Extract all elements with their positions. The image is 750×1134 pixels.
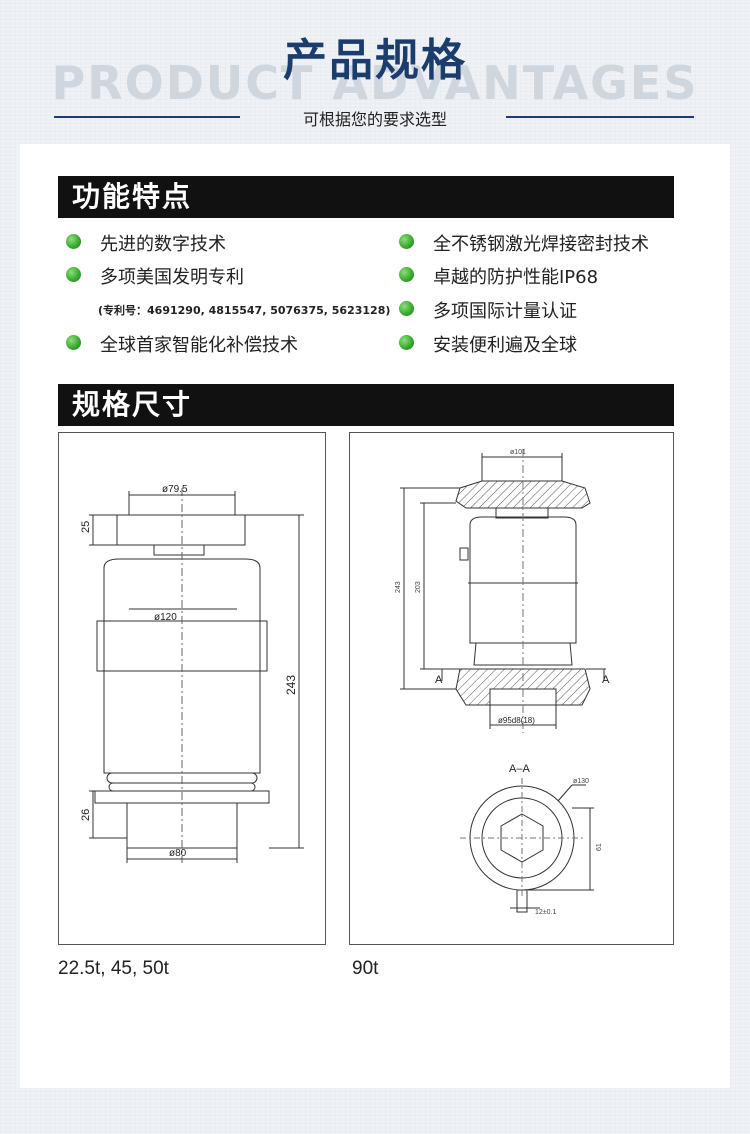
dim-label: ø80: [169, 848, 187, 859]
feature-item: 卓越的防护性能IP68: [399, 263, 599, 289]
bullet-icon: [399, 301, 414, 316]
header-divider-right: [506, 116, 694, 118]
feature-item: 全球首家智能化补偿技术: [66, 331, 298, 357]
specs-section-title: 规格尺寸: [72, 388, 193, 421]
caption-left: 22.5t, 45, 50t: [58, 958, 169, 979]
header-watermark: PRODUCT ADVANTAGES: [51, 56, 699, 110]
cell-body: [469, 516, 577, 644]
feature-label: 多项国际计量认证: [433, 301, 577, 322]
section-label: A–A: [509, 763, 530, 775]
dim-label: 203: [415, 581, 422, 593]
top-plate: [116, 514, 246, 546]
dim-label: ø101: [510, 449, 526, 456]
features-section-title: 功能特点: [72, 180, 193, 213]
page-subtitle: 可根据您的要求选型: [302, 110, 447, 129]
bullet-icon: [66, 267, 81, 282]
dim-label: 61: [596, 843, 603, 851]
feature-label: 安装便利遍及全球: [433, 335, 577, 356]
feature-label: 多项美国发明专利: [100, 267, 244, 288]
load-cell-drawing-large: ø101 243 203 A A ø95d8(18) A–A ø130 61 1…: [395, 449, 610, 916]
key-slot: [516, 889, 528, 913]
bottom-ring: [473, 642, 573, 666]
feature-label: 先进的数字技术: [100, 234, 226, 255]
side-connector: [459, 547, 469, 561]
section-mark-left: A: [435, 674, 443, 686]
bullet-icon: [66, 335, 81, 350]
feature-item: 全不锈钢激光焊接密封技术: [399, 230, 649, 256]
bullet-icon: [399, 267, 414, 282]
page-header: PRODUCT ADVANTAGES 产品规格 可根据您的要求选型: [0, 0, 750, 140]
feature-item: 多项国际计量认证: [399, 297, 577, 323]
bullet-icon: [399, 234, 414, 249]
bullet-icon: [66, 234, 81, 249]
top-pressure-head: [455, 480, 591, 509]
header-divider-left: [54, 116, 240, 118]
feature-label: 全不锈钢激光焊接密封技术: [433, 234, 649, 255]
patent-note: (专利号：4691290, 4815547, 5076375, 5623128): [98, 304, 391, 317]
bullet-icon: [399, 335, 414, 350]
top-neck: [153, 544, 205, 556]
caption-right: 90t: [352, 958, 379, 979]
leader-line: [557, 784, 573, 802]
features-section-bar: 功能特点: [58, 176, 674, 218]
specs-section-bar: 规格尺寸: [58, 384, 674, 426]
dim-label: 26: [80, 809, 92, 821]
page-title: 产品规格: [283, 35, 467, 86]
cell-body: [103, 558, 261, 774]
dim-label: ø130: [573, 778, 589, 785]
feature-label: 卓越的防护性能IP68: [433, 267, 599, 288]
dim-label: ø95d8(18): [498, 716, 535, 725]
feature-item: 先进的数字技术: [66, 230, 226, 256]
load-cell-drawing-small: ø79.5 25 ø120 243 26 ø80: [80, 484, 304, 863]
feature-label: 全球首家智能化补偿技术: [100, 335, 298, 356]
dim-label: 12±0.1: [535, 909, 556, 916]
feature-item: 多项美国发明专利: [66, 263, 244, 289]
feature-item: 安装便利遍及全球: [399, 331, 577, 357]
dim-label: ø79.5: [162, 484, 188, 495]
section-mark-right: A: [602, 674, 610, 686]
drawing-panel-left: ø79.5 25 ø120 243 26 ø80: [58, 432, 326, 945]
dim-label: 243: [284, 675, 298, 695]
dim-label: ø120: [154, 612, 177, 623]
dim-label: 243: [395, 581, 402, 593]
top-button: [495, 507, 549, 519]
dim-label: 25: [80, 521, 92, 533]
drawing-panel-right: ø101 243 203 A A ø95d8(18) A–A ø130 61 1…: [349, 432, 674, 945]
